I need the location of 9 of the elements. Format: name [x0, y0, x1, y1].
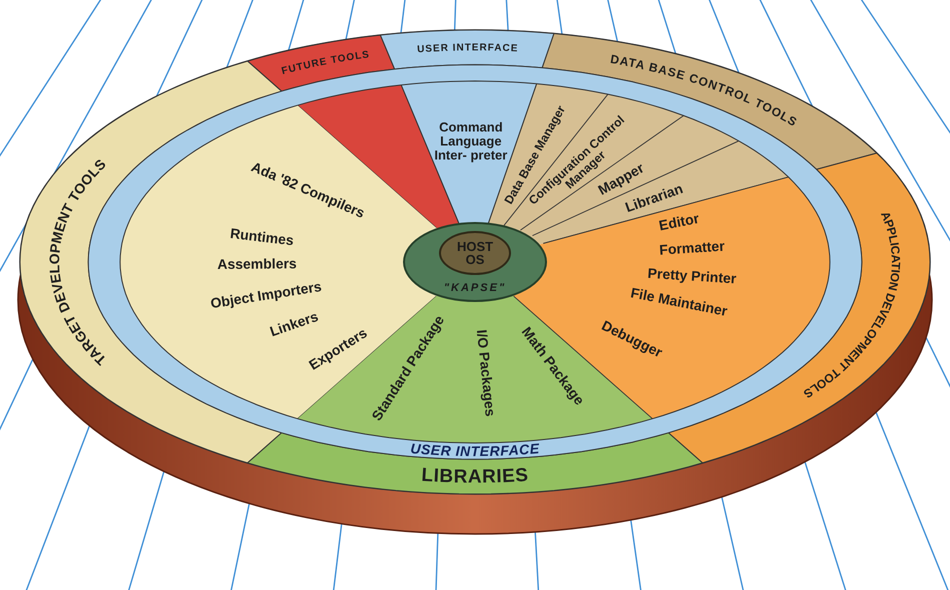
wedge-label: I/O Packages: [472, 308, 500, 439]
wedge-label: Assemblers: [129, 255, 384, 272]
core-ellipse: HOST OS: [439, 231, 511, 275]
hub-label: "KAPSE": [442, 282, 508, 294]
band-label: LIBRARIES: [420, 464, 530, 488]
wedge-label: Formatter: [565, 233, 818, 264]
ring-label: USER INTERFACE: [410, 440, 540, 460]
wedge-label: Command Language Inter- preter: [423, 120, 518, 162]
band-label: USER INTERFACE: [416, 42, 519, 55]
